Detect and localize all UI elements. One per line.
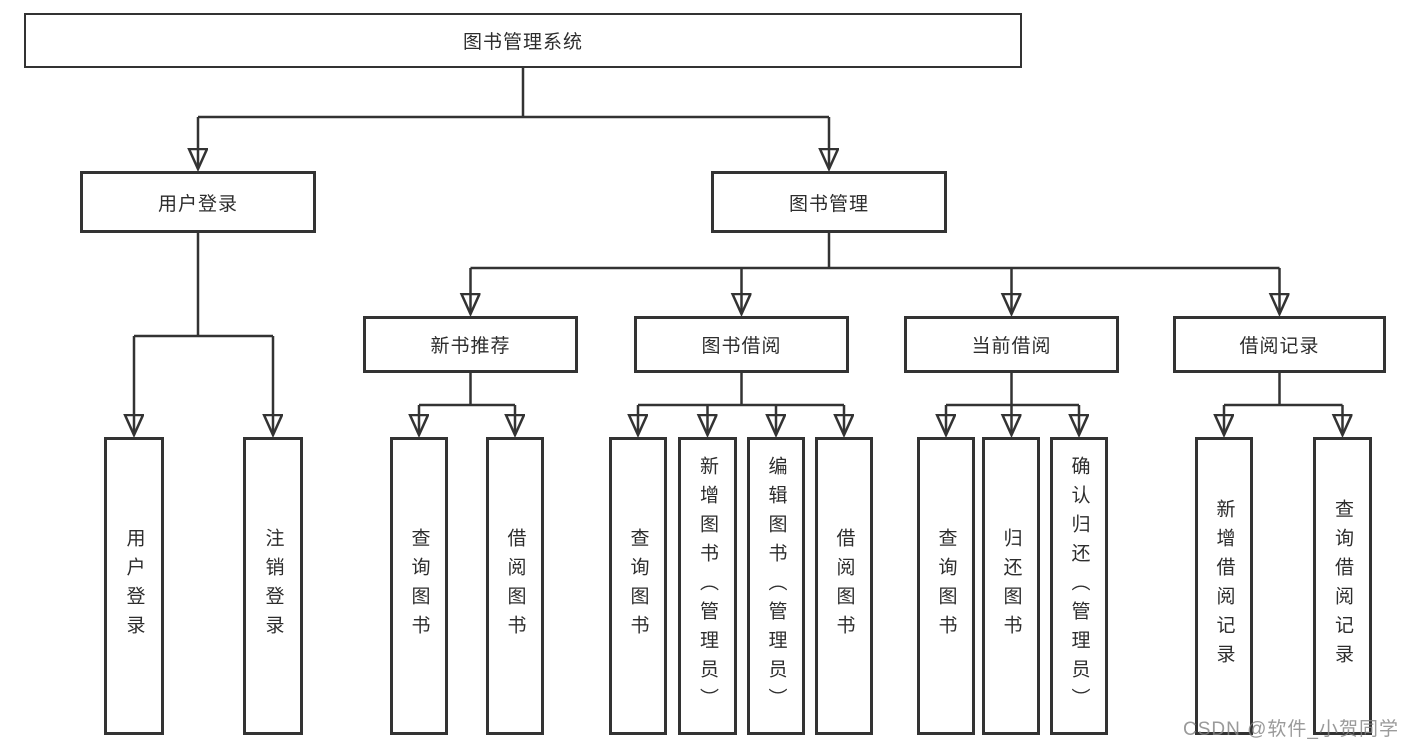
- node-new-book-recommendation: 新书推荐: [363, 316, 578, 373]
- leaf-confirm-return-admin: 确认归还（管理员）: [1050, 437, 1108, 735]
- leaf-borrow-book-2: 借阅图书: [815, 437, 873, 735]
- node-root: 图书管理系统: [24, 13, 1022, 68]
- leaf-logout: 注销登录: [243, 437, 303, 735]
- leaf-query-book-1: 查询图书: [390, 437, 448, 735]
- leaf-edit-book-admin: 编辑图书（管理员）: [747, 437, 805, 735]
- leaf-user-login: 用户登录: [104, 437, 164, 735]
- leaf-query-book-3: 查询图书: [917, 437, 975, 735]
- node-book-borrowing: 图书借阅: [634, 316, 849, 373]
- leaf-add-borrow-record: 新增借阅记录: [1195, 437, 1253, 735]
- leaf-return-book: 归还图书: [982, 437, 1040, 735]
- leaf-borrow-book-1: 借阅图书: [486, 437, 544, 735]
- leaf-add-book-admin: 新增图书（管理员）: [678, 437, 737, 735]
- leaf-query-book-2: 查询图书: [609, 437, 667, 735]
- leaf-query-borrow-record: 查询借阅记录: [1313, 437, 1372, 735]
- node-book-management: 图书管理: [711, 171, 947, 233]
- node-current-borrowing: 当前借阅: [904, 316, 1119, 373]
- node-borrowing-records: 借阅记录: [1173, 316, 1386, 373]
- node-user-login: 用户登录: [80, 171, 316, 233]
